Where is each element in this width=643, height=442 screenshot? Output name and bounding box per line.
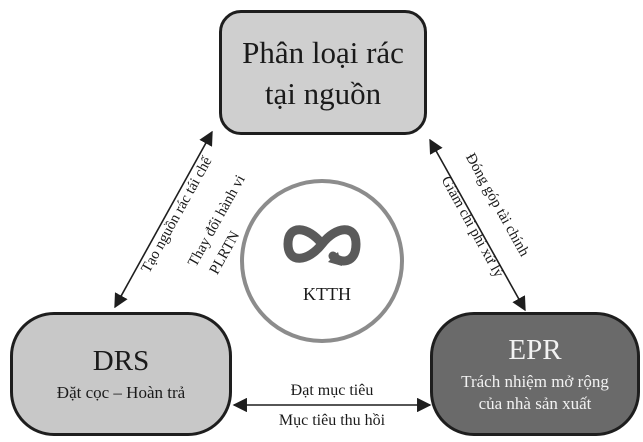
bottom-arrow-top-label: Đạt mục tiêu [290, 382, 374, 399]
epr-box: EPR Trách nhiệm mở rộng của nhà sản xuất [430, 312, 640, 436]
center-label: KTTH [303, 284, 351, 304]
right-arrow [429, 138, 526, 312]
epr-title: EPR [508, 334, 562, 366]
source-separation-line2: tại nguồn [264, 75, 382, 111]
drs-title: DRS [92, 345, 150, 377]
drs-box: DRS Đặt cọc – Hoàn trả [10, 312, 232, 436]
source-separation-box: Phân loại rác tại nguồn [219, 10, 427, 135]
drs-subtitle: Đặt cọc – Hoàn trả [56, 383, 186, 402]
source-separation-line1: Phân loại rác [242, 34, 404, 70]
center-circle [240, 179, 404, 343]
bottom-arrow-bottom-label: Mục tiêu thu hồi [278, 412, 386, 429]
epr-subtitle-line1: Trách nhiệm mở rộng [461, 372, 609, 391]
epr-subtitle-line2: của nhà sản xuất [478, 394, 592, 413]
infinity-recycle-icon [283, 225, 361, 266]
left-arrow [114, 130, 213, 309]
